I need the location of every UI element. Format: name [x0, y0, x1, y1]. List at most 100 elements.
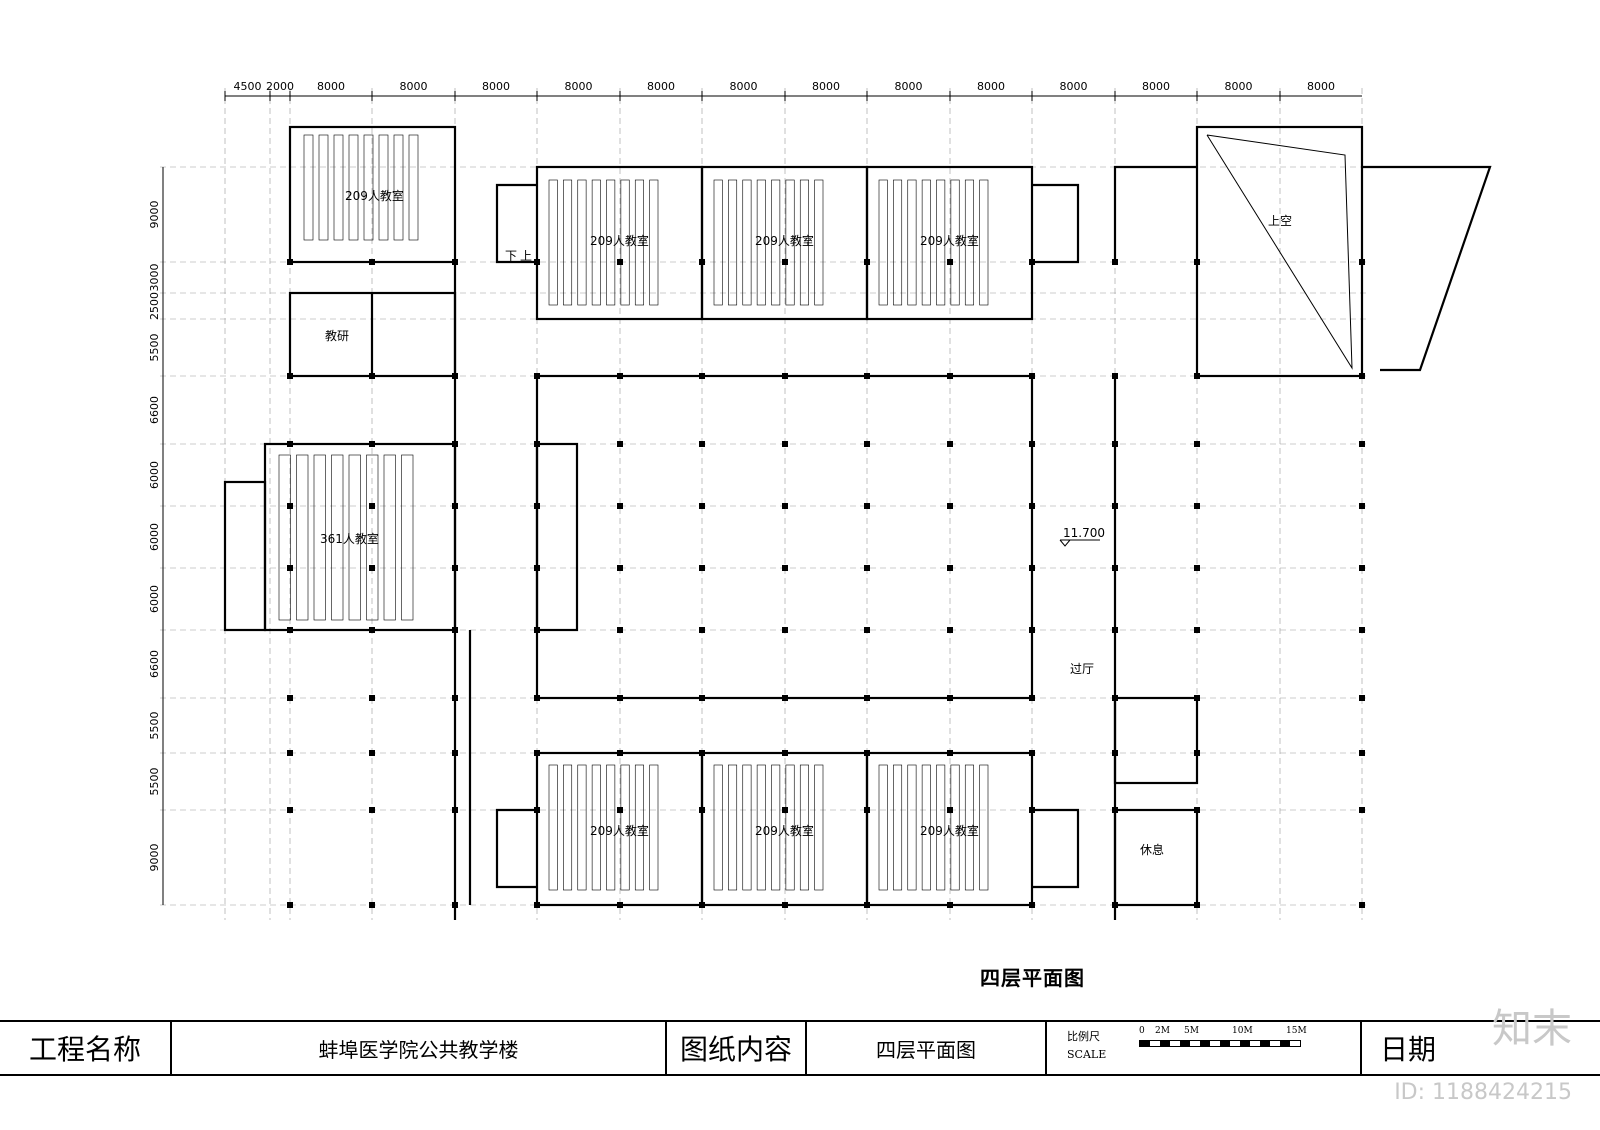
top-dim-1: 2000: [266, 80, 294, 93]
column-125: [1359, 627, 1365, 633]
room-label-classroom-b2: 209人教室: [755, 823, 814, 838]
column-70: [864, 259, 870, 265]
column-73: [864, 503, 870, 509]
column-49: [617, 902, 623, 908]
column-79: [864, 902, 870, 908]
column-3: [287, 503, 293, 509]
scale-cell: 比例尺 SCALE 0 2M 5M 10M 15M: [1047, 1020, 1362, 1076]
seat-row-2-4: [771, 179, 781, 306]
seat-row-3-1: [893, 179, 903, 306]
column-81: [947, 373, 953, 379]
seat-row-4-7: [401, 454, 414, 621]
room-label-classroom-361: 361人教室: [320, 531, 379, 546]
column-5: [287, 627, 293, 633]
column-108: [1112, 807, 1118, 813]
column-102: [1112, 441, 1118, 447]
seat-row-5-1: [563, 764, 573, 891]
column-35: [534, 627, 540, 633]
column-113: [1194, 503, 1200, 509]
top-dim-3: 8000: [400, 80, 428, 93]
room-label-classroom-b3: 209人教室: [920, 823, 979, 838]
seat-row-5-4: [606, 764, 616, 891]
top-dim-4: 8000: [482, 80, 510, 93]
elevation-symbol: [1059, 539, 1100, 547]
column-119: [1194, 902, 1200, 908]
left-dim-9: 5500: [148, 712, 161, 740]
room-label-classroom-tl: 209人教室: [345, 188, 404, 203]
room-label-classroom-1: 209人教室: [590, 233, 649, 248]
room-label-teaching-research: 教研: [325, 328, 349, 343]
column-115: [1194, 627, 1200, 633]
column-62: [782, 441, 788, 447]
room-label-classroom-2: 209人教室: [755, 233, 814, 248]
column-9: [287, 902, 293, 908]
seat-row-3-3: [921, 179, 931, 306]
seat-row-1-0: [548, 179, 558, 306]
top-dim-12: 8000: [1142, 80, 1170, 93]
column-122: [1359, 441, 1365, 447]
column-98: [1029, 807, 1035, 813]
column-38: [534, 807, 540, 813]
project-value: 蚌埠医学院公共教学楼: [318, 1037, 519, 1062]
seat-row-1-4: [606, 179, 616, 306]
column-60: [782, 259, 788, 265]
column-107: [1112, 750, 1118, 756]
seat-row-7-6: [964, 764, 974, 891]
column-61: [782, 373, 788, 379]
courtyard-wall: [535, 374, 1034, 700]
seat-row-7-3: [921, 764, 931, 891]
column-124: [1359, 565, 1365, 571]
left-dim-5: 6000: [148, 461, 161, 489]
seat-row-5-0: [548, 764, 558, 891]
seat-row-2-2: [742, 179, 752, 306]
column-33: [534, 503, 540, 509]
column-99: [1029, 902, 1035, 908]
column-46: [617, 695, 623, 701]
column-106: [1112, 695, 1118, 701]
content-value-cell: 四层平面图: [807, 1020, 1047, 1076]
project-label: 工程名称: [28, 1033, 141, 1066]
title-block: 工程名称 蚌埠医学院公共教学楼 图纸内容 四层平面图 比例尺 SCALE 0 2…: [0, 1020, 1600, 1080]
column-41: [617, 373, 623, 379]
top-dim-14: 8000: [1307, 80, 1335, 93]
column-101: [1112, 373, 1118, 379]
column-68: [782, 807, 788, 813]
column-105: [1112, 627, 1118, 633]
seat-row-2-5: [785, 179, 795, 306]
column-114: [1194, 565, 1200, 571]
room-label-lobby: 过厅: [1070, 662, 1094, 676]
column-20: [452, 259, 458, 265]
seat-row-6-2: [742, 764, 752, 891]
column-26: [452, 695, 458, 701]
column-123: [1359, 503, 1365, 509]
column-66: [782, 695, 788, 701]
rest-room-wall: [1113, 808, 1199, 907]
column-29: [452, 902, 458, 908]
seat-row-7-7: [979, 764, 989, 891]
column-112: [1194, 441, 1200, 447]
left-dim-7: 6000: [148, 585, 161, 613]
column-72: [864, 441, 870, 447]
seat-row-4-2: [313, 454, 326, 621]
top-dim-10: 8000: [977, 80, 1005, 93]
seat-row-0-5: [378, 134, 389, 241]
column-43: [617, 503, 623, 509]
seat-row-0-0: [303, 134, 314, 241]
column-75: [864, 627, 870, 633]
column-87: [947, 750, 953, 756]
column-64: [782, 565, 788, 571]
seat-row-0-4: [363, 134, 374, 241]
seat-row-5-5: [620, 764, 630, 891]
seat-row-6-3: [756, 764, 766, 891]
column-128: [1359, 807, 1365, 813]
seat-row-6-5: [785, 764, 795, 891]
left-dim-8: 6600: [148, 650, 161, 678]
column-84: [947, 565, 953, 571]
left-dim-11: 9000: [148, 844, 161, 872]
scale-tick-5m: 5M: [1184, 1026, 1199, 1036]
column-34: [534, 565, 540, 571]
column-30: [534, 259, 540, 265]
seat-row-1-3: [591, 179, 601, 306]
seat-row-7-2: [907, 764, 917, 891]
